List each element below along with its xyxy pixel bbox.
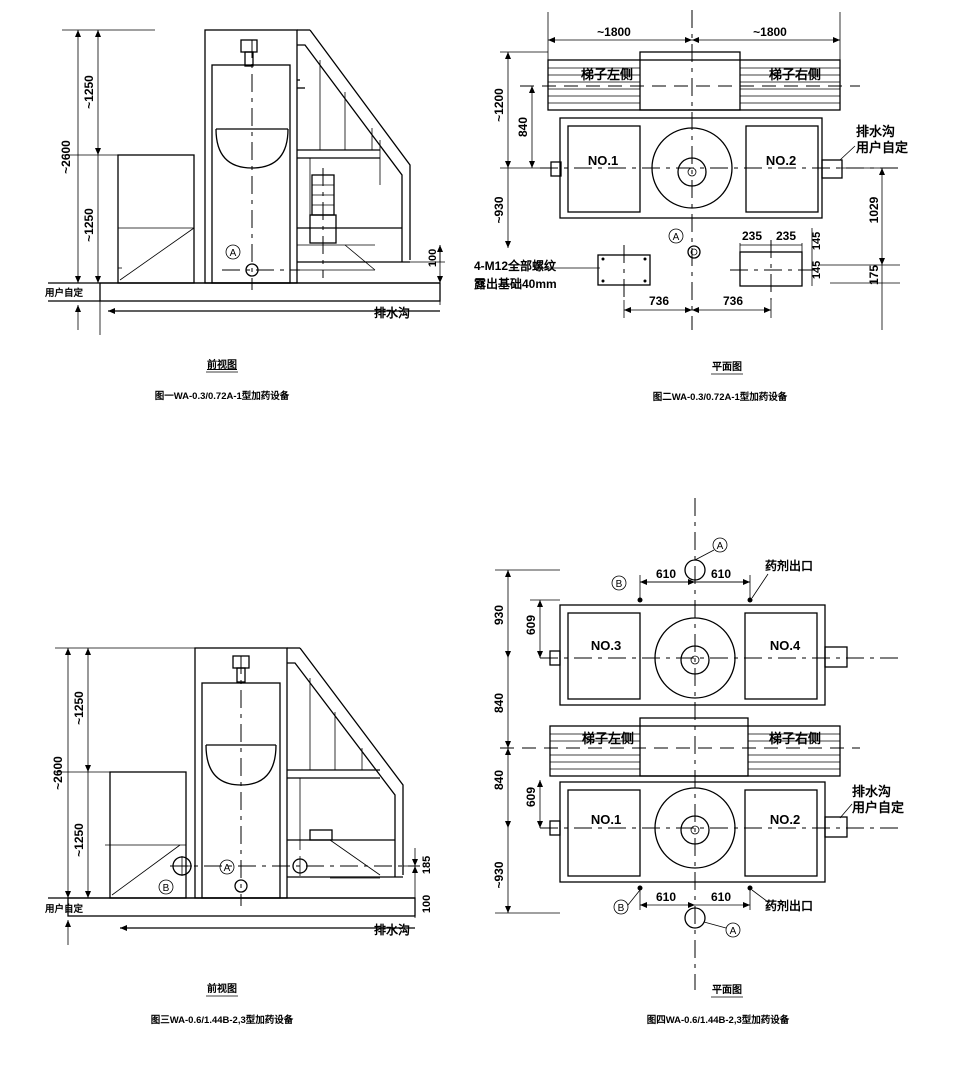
- dim-930-bottom: ~930: [492, 861, 506, 888]
- tank-no1-label: NO.1: [588, 153, 618, 168]
- dim-610-c: 610: [656, 890, 676, 904]
- dim-upper-height: ~1250: [82, 75, 96, 109]
- dim-width-right: ~1800: [753, 25, 787, 39]
- dim-930-top: 930: [492, 605, 506, 625]
- figure-3-subtitle: 前视图: [207, 982, 237, 995]
- dim-ladder-height: ~1200: [492, 88, 506, 122]
- figure-1-subtitle: 前视图: [207, 358, 237, 371]
- figure-4-caption: 图四WA-0.6/1.44B-2,3型加药设备: [647, 1014, 790, 1026]
- user-defined-label: 用户自定: [855, 140, 908, 155]
- tank-no4-label: NO.4: [770, 638, 801, 653]
- tank-assembly-lower: [559, 781, 826, 883]
- dim-total-height: ~2600: [59, 140, 73, 174]
- drain-label: 排水沟: [856, 124, 895, 139]
- ladder-right-label: 梯子右侧: [769, 731, 821, 746]
- figure-3-caption: 图三WA-0.6/1.44B-2,3型加药设备: [151, 1014, 294, 1026]
- tank-assembly-upper: [559, 604, 826, 706]
- dim-736-a: 736: [649, 294, 669, 308]
- dim-175: 175: [867, 265, 881, 285]
- dim-609-top: 609: [524, 615, 538, 635]
- tank-no1-label: NO.1: [591, 812, 621, 827]
- dim-609-bottom: 609: [524, 787, 538, 807]
- user-defined-label: 用户自定: [44, 903, 84, 915]
- marker-a-bottom: A: [730, 926, 737, 937]
- dim-930: ~930: [492, 196, 506, 223]
- outlet-top-label: 药剂出口: [765, 558, 813, 573]
- dim-736-b: 736: [723, 294, 743, 308]
- user-defined-label: 用户自定: [44, 287, 84, 299]
- dim-840: 840: [516, 117, 530, 137]
- dim-lower-height: ~1250: [82, 208, 96, 242]
- figure-1-front-view: A: [44, 29, 445, 402]
- dim-145-b: 145: [811, 261, 823, 279]
- dim-upper-height: ~1250: [72, 691, 86, 725]
- dosing-tank-central: [204, 29, 298, 284]
- base-plate: [99, 282, 441, 302]
- dim-840-a: 840: [492, 693, 506, 713]
- marker-a: A: [230, 248, 237, 259]
- figure-4-subtitle: 平面图: [712, 984, 742, 996]
- staircase: [287, 647, 404, 879]
- dim-840-b: 840: [492, 770, 506, 790]
- dim-total-height: ~2600: [51, 756, 65, 790]
- figure-3-front-view: ~2600 ~1250 ~1250 B A: [44, 647, 433, 1026]
- figure-4-plan-view: A B 610 610 药剂出口 NO.3 NO.4: [492, 498, 904, 1026]
- staircase: [297, 29, 411, 278]
- tank-no3-label: NO.3: [591, 638, 621, 653]
- dim-base-height: 100: [421, 895, 433, 913]
- dim-235-b: 235: [776, 229, 796, 243]
- marker-a-top: A: [717, 541, 724, 552]
- dim-610-d: 610: [711, 890, 731, 904]
- agitator-motor: [240, 39, 258, 53]
- figure-2-caption: 图二WA-0.3/0.72A-1型加药设备: [653, 391, 788, 403]
- outlet-bottom-label: 药剂出口: [765, 898, 813, 913]
- drain-label: 排水沟: [374, 922, 410, 937]
- user-defined-label: 用户自定: [851, 800, 904, 815]
- dim-145-a: 145: [811, 232, 823, 250]
- tank-no2-label: NO.2: [766, 153, 796, 168]
- marker-a: A: [224, 863, 231, 874]
- ladder-right-label: 梯子右侧: [769, 67, 821, 82]
- dim-1029: 1029: [867, 196, 881, 223]
- bolt-note-line2: 露出基础40mm: [474, 276, 557, 291]
- bolt-note-line1: 4-M12全部螺纹: [474, 258, 557, 273]
- marker-b-top: B: [616, 579, 623, 590]
- figure-1-caption: 图一WA-0.3/0.72A-1型加药设备: [155, 390, 290, 402]
- dim-lower-height: ~1250: [72, 823, 86, 857]
- ladder-left-label: 梯子左侧: [582, 731, 634, 746]
- dim-width-left: ~1800: [597, 25, 631, 39]
- dim-base-height: 100: [427, 249, 439, 267]
- solution-tank-left: [117, 154, 195, 284]
- tank-no2-label: NO.2: [770, 812, 800, 827]
- figure-2-plan-view: ~1800 ~1800 梯子左侧 梯子右侧 ~1200 840 ~930: [474, 10, 908, 403]
- drain-label: 排水沟: [374, 305, 410, 320]
- figure-2-subtitle: 平面图: [712, 361, 742, 373]
- drain-label: 排水沟: [852, 784, 891, 799]
- dim-610-a: 610: [656, 567, 676, 581]
- marker-b-bottom: B: [618, 903, 625, 914]
- solution-tank-left: [109, 771, 187, 899]
- dim-185: 185: [421, 856, 433, 874]
- ladder-left-label: 梯子左侧: [581, 67, 633, 82]
- marker-b: B: [163, 883, 170, 894]
- dim-610-b: 610: [711, 567, 731, 581]
- marker-a: A: [673, 232, 680, 243]
- dim-235-a: 235: [742, 229, 762, 243]
